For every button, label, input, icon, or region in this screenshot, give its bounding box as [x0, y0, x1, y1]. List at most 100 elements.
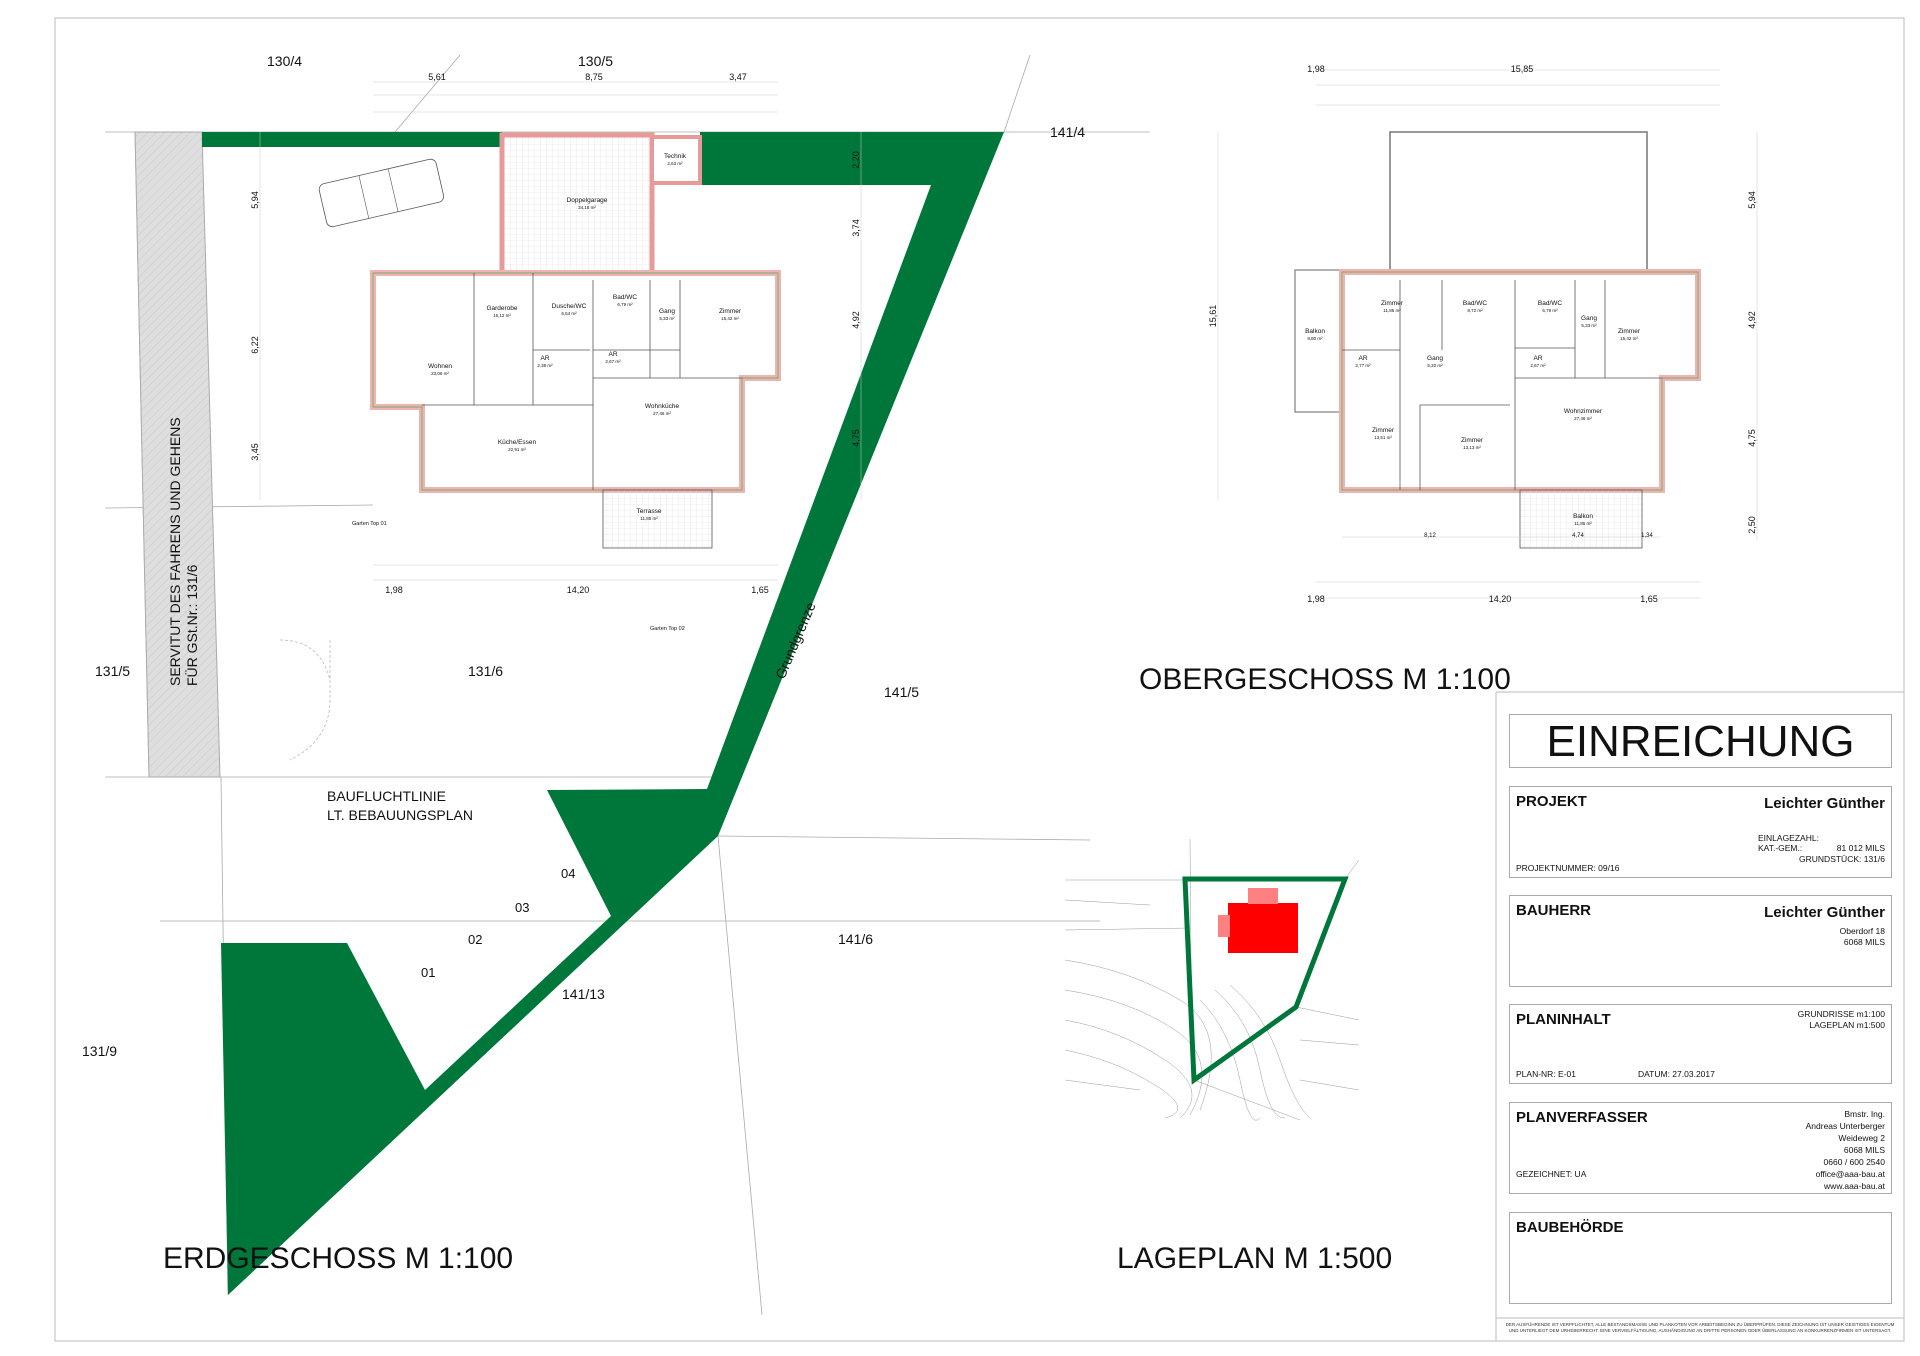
room-area: 2,38 m²	[537, 363, 553, 368]
dimension: 3,74	[851, 219, 861, 237]
planinhalt-line-1: GRUNDRISSE m1:100	[1797, 1009, 1885, 1019]
room-area: 8,72 m²	[1467, 308, 1483, 313]
planverfasser-line: Andreas Unterberger	[1805, 1121, 1885, 1131]
room-name: AR	[540, 355, 549, 362]
dimension: 4,92	[1747, 311, 1757, 329]
parcel-number: 130/4	[267, 53, 302, 69]
baubehoerde-label: BAUBEHÖRDE	[1516, 1219, 1624, 1236]
room-area: 23,06 m²	[431, 371, 449, 376]
room-area: 15,12 m²	[493, 313, 511, 318]
room-area: 5,20 m²	[1427, 363, 1443, 368]
room-name: AR	[1533, 355, 1542, 362]
room-area: 22,91 m²	[508, 447, 526, 452]
room-name: Dusche/WC	[552, 303, 587, 310]
disclaimer: DER AUSFÜHRENDE IST VERPFLICHTET, ALLE B…	[1496, 1322, 1904, 1334]
dimension: 4,74	[1572, 533, 1584, 539]
room-name: Zimmer	[1461, 437, 1484, 444]
parcel-number: 141/4	[1050, 124, 1085, 140]
room-name: Technik	[664, 153, 687, 160]
servitut-strip	[134, 131, 221, 778]
sheet-border	[54, 17, 1905, 1342]
room-name: Bad/WC	[1463, 300, 1488, 307]
room-area: 11,85 m²	[1574, 521, 1592, 526]
planverfasser-box: PLANVERFASSER Bmstr. Ing. Andreas Unterb…	[1509, 1102, 1892, 1194]
parcel-number: 141/6	[838, 931, 873, 947]
parcel-number: 131/5	[95, 663, 130, 679]
lageplan	[1064, 838, 1360, 1121]
room-area: 11,85 m²	[640, 516, 658, 521]
room-area: 9,80 m²	[1307, 336, 1323, 341]
bauherr-address-1: Oberdorf 18	[1839, 926, 1885, 936]
erdgeschoss-plan	[259, 81, 862, 581]
room-name: Küche/Essen	[498, 439, 537, 446]
datum: DATUM: 27.03.2017	[1638, 1069, 1715, 1079]
room-name: Garderobe	[486, 305, 517, 312]
bauherr-box: BAUHERR Leichter Günther Oberdorf 18 606…	[1509, 895, 1892, 987]
parcel-number: 131/6	[468, 663, 503, 679]
kat-gem-label: KAT.-GEM.:	[1758, 843, 1803, 853]
dimension: 5,61	[428, 72, 446, 82]
room-name: AR	[1358, 355, 1367, 362]
planverfasser-email: office@aaa-bau.at	[1815, 1169, 1885, 1179]
room-area: 11,85 m²	[1383, 308, 1401, 313]
room-area: 6,54 m²	[561, 311, 577, 316]
room-area: 5,33 m²	[659, 316, 675, 321]
terrace-outline	[602, 489, 713, 549]
room-name: Wohnen	[428, 363, 452, 370]
planinhalt-box: PLANINHALT GRUNDRISSE m1:100 LAGEPLAN m1…	[1509, 1004, 1892, 1084]
dimension: 4,92	[851, 311, 861, 329]
projekt-box: PROJEKT Leichter Günther EINLAGEZAHL: KA…	[1509, 786, 1892, 878]
room-name: Gang	[1581, 315, 1597, 322]
room-area: 15,42 m²	[721, 316, 739, 321]
balcony-bottom	[1519, 489, 1643, 549]
disclaimer-line: UND UNTERLIEGT DEM URHEBERRECHT. EINE VE…	[1508, 1328, 1892, 1333]
room-area: 27,46 m²	[653, 411, 671, 416]
parcel-number: 131/9	[82, 1043, 117, 1059]
parcel-number: 141/5	[884, 684, 919, 700]
dimension: 4,75	[1747, 429, 1757, 447]
dimension: 3,47	[729, 72, 747, 82]
room-name: Doppelgarage	[567, 197, 608, 204]
projekt-label: PROJEKT	[1516, 793, 1587, 810]
obergeschoss-plan	[1217, 69, 1758, 599]
car-symbol	[318, 158, 445, 228]
parking-space-number: 04	[561, 866, 575, 881]
garden-label: Garten Top 02	[650, 626, 685, 632]
lageplan-building	[1228, 903, 1298, 953]
planverfasser-website: www.aaa-bau.at	[1824, 1181, 1885, 1191]
baufluchtlinie-label: LT. BEBAUUNGSPLAN	[327, 807, 473, 823]
planverfasser-line: Bmstr. Ing.	[1844, 1109, 1885, 1119]
bauherr-label: BAUHERR	[1516, 902, 1591, 919]
room-area: 15,42 m²	[1620, 336, 1638, 341]
room-area: 34,18 m²	[578, 205, 596, 210]
dimension: 2,50	[1747, 516, 1757, 534]
dimension: 15,61	[1208, 305, 1218, 328]
room-area: 6,79 m²	[617, 302, 633, 307]
parking-space-number: 01	[421, 965, 435, 980]
balcony-left	[1294, 269, 1343, 413]
bauherr-name: Leichter Günther	[1764, 904, 1885, 921]
room-name: Zimmer	[719, 308, 742, 315]
dimension: 1,34	[1641, 533, 1653, 539]
dimension: 14,20	[1489, 594, 1512, 604]
dimension: 4,75	[851, 429, 861, 447]
green-zone	[202, 132, 502, 147]
room-name: Wohnzimmer	[1564, 408, 1603, 415]
planverfasser-line: Weideweg 2	[1838, 1133, 1885, 1143]
servitut-label: SERVITUT DES FAHRENS UND GEHENS	[167, 417, 183, 686]
room-name: Balkon	[1305, 328, 1325, 335]
room-name: Balkon	[1573, 513, 1593, 520]
dimension: 1,98	[1307, 64, 1325, 74]
green-zone-boundary	[221, 132, 1004, 1295]
room-area: 13,51 m²	[1374, 435, 1392, 440]
room-name: Zimmer	[1618, 328, 1641, 335]
room-name: Bad/WC	[1538, 300, 1563, 307]
dimension: 15,85	[1511, 64, 1534, 74]
dimension: 5,94	[1747, 191, 1757, 209]
lageplan-title: LAGEPLAN M 1:500	[1117, 1242, 1392, 1275]
bauherr-address-2: 6068 MILS	[1843, 937, 1885, 947]
room-name: Bad/WC	[613, 294, 638, 301]
room-name: Terrasse	[637, 508, 662, 515]
lageplan-plot-boundary	[1182, 876, 1349, 1085]
room-name: Zimmer	[1372, 427, 1395, 434]
